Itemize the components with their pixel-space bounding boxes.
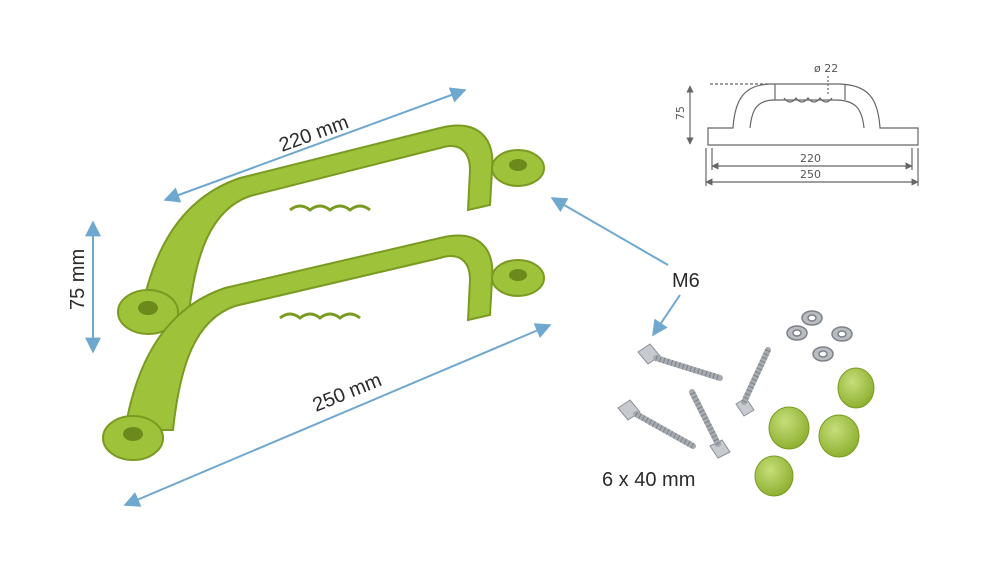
tech-outer-length-label: 250 [800, 168, 821, 181]
screw-2 [617, 399, 696, 449]
screws [617, 343, 771, 459]
length-220-label: 220 mm [276, 111, 351, 156]
length-220-arrow [163, 87, 467, 203]
screw-size-label: 6 x 40 mm [602, 469, 695, 491]
screw-4 [735, 347, 771, 417]
height-label: 75 mm [67, 249, 89, 310]
screw-3 [689, 389, 731, 459]
length-250-label: 250 mm [310, 369, 385, 416]
tech-diameter-label: ø 22 [814, 62, 838, 75]
screw-1 [637, 343, 723, 381]
m6-arrow-lower [652, 294, 681, 337]
thread-label: M6 [672, 270, 700, 292]
technical-drawing [686, 76, 919, 186]
m6-arrow-upper [550, 197, 669, 266]
length-250-arrow [123, 323, 552, 507]
tech-inner-length-label: 220 [800, 152, 821, 165]
tech-height-label: 75 [674, 106, 687, 120]
screw-caps [754, 367, 875, 497]
washers [786, 310, 853, 362]
